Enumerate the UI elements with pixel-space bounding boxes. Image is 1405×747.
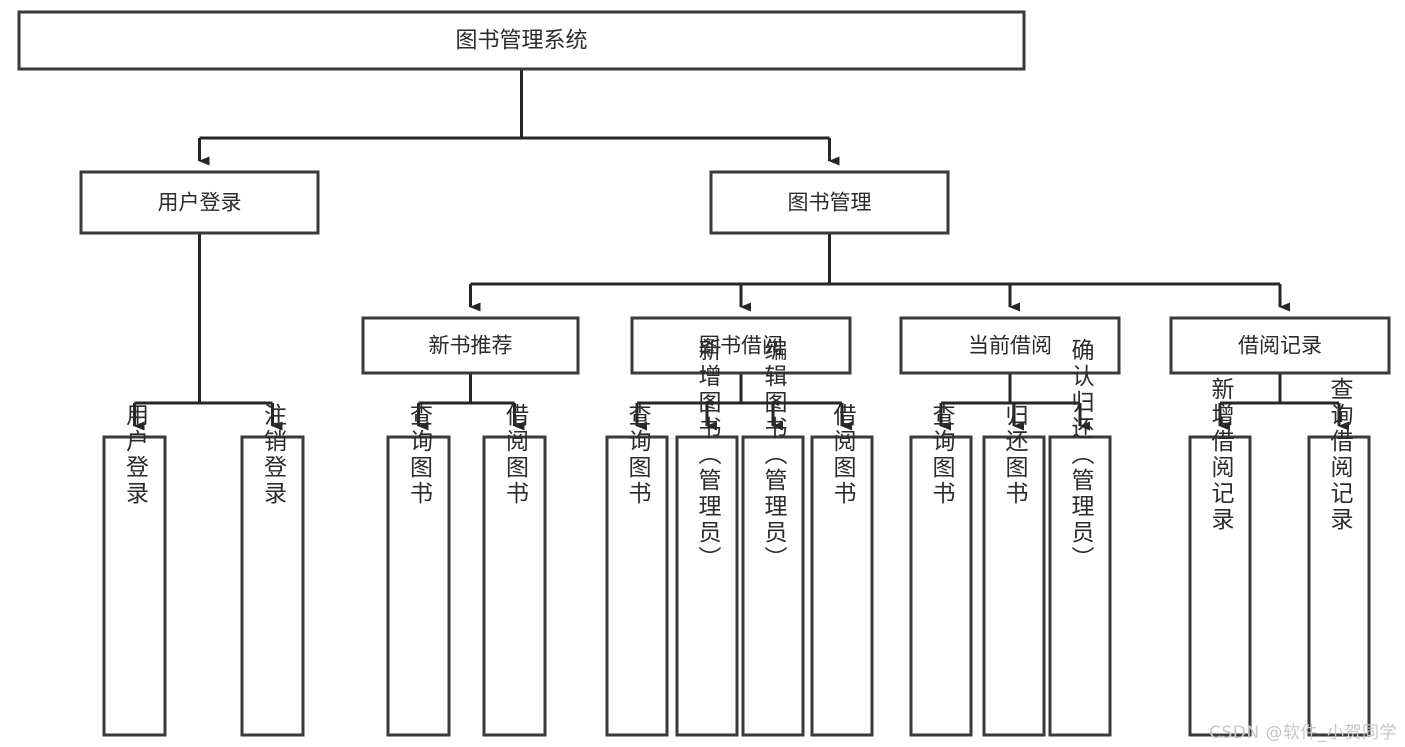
node-root[interactable]: 图书管理系统 xyxy=(17,10,1026,71)
node-user-login[interactable]: 用户登录 xyxy=(79,170,320,235)
node-leaf-add-book[interactable]: 新增图书（管理员） xyxy=(675,338,739,737)
node-label-leaf-query-book-rec: 查询图书 xyxy=(406,403,434,507)
node-label-leaf-borrow-book: 借阅图书 xyxy=(829,403,857,507)
node-box-leaf-add-book xyxy=(675,435,739,737)
node-label-leaf-add-book: 新增图书（管理员） xyxy=(694,338,722,572)
node-box-leaf-confirm-return xyxy=(1048,435,1112,737)
node-leaf-edit-book[interactable]: 编辑图书（管理员） xyxy=(741,338,805,737)
node-label-user-login: 用户登录 xyxy=(158,191,242,215)
node-book-manage[interactable]: 图书管理 xyxy=(709,170,950,235)
node-leaf-borrow-book-rec[interactable]: 借阅图书 xyxy=(482,403,547,737)
node-label-leaf-edit-book: 编辑图书（管理员） xyxy=(760,338,788,572)
node-label-root: 图书管理系统 xyxy=(455,29,587,54)
node-label-leaf-return-book: 归还图书 xyxy=(1001,403,1029,507)
node-leaf-query-book-rec[interactable]: 查询图书 xyxy=(386,403,451,737)
node-new-book-recommend[interactable]: 新书推荐 xyxy=(361,316,580,375)
node-boxes: 图书管理系统用户登录图书管理新书推荐图书借阅当前借阅借阅记录用户登录注销登录查询… xyxy=(17,10,1391,737)
node-borrow-record[interactable]: 借阅记录 xyxy=(1169,316,1391,375)
node-box-leaf-return-book xyxy=(982,435,1046,737)
node-box-root xyxy=(17,10,1026,71)
node-label-leaf-user-login: 用户登录 xyxy=(122,403,150,507)
node-leaf-query-book-current[interactable]: 查询图书 xyxy=(909,403,973,737)
node-label-leaf-query-book-current: 查询图书 xyxy=(928,403,956,507)
node-label-leaf-query-book-borrow: 查询图书 xyxy=(624,403,652,507)
node-leaf-query-book-borrow[interactable]: 查询图书 xyxy=(605,403,669,737)
node-label-leaf-query-record: 查询借阅记录 xyxy=(1326,377,1354,533)
node-label-leaf-borrow-book-rec: 借阅图书 xyxy=(502,403,530,507)
node-leaf-confirm-return[interactable]: 确认归还（管理员） xyxy=(1048,338,1112,737)
node-box-book-borrow xyxy=(630,316,852,375)
node-leaf-query-record[interactable]: 查询借阅记录 xyxy=(1307,377,1371,737)
node-box-book-manage xyxy=(709,170,950,235)
node-box-user-login xyxy=(79,170,320,235)
node-box-borrow-record xyxy=(1169,316,1391,375)
node-box-leaf-borrow-book xyxy=(810,435,874,737)
node-box-leaf-add-record xyxy=(1188,435,1252,737)
node-leaf-user-logout[interactable]: 注销登录 xyxy=(240,403,305,737)
node-label-leaf-confirm-return: 确认归还（管理员） xyxy=(1067,338,1095,572)
connector-edges xyxy=(133,69,1349,431)
node-current-borrow[interactable]: 当前借阅 xyxy=(899,316,1121,375)
csdn-watermark: CSDN @软件_小贺同学 xyxy=(1209,723,1397,743)
node-leaf-borrow-book[interactable]: 借阅图书 xyxy=(810,403,874,737)
node-label-book-borrow: 图书借阅 xyxy=(699,334,783,358)
node-label-leaf-user-logout: 注销登录 xyxy=(260,403,288,507)
node-box-leaf-query-record xyxy=(1307,435,1371,737)
node-box-leaf-user-login xyxy=(102,435,167,737)
node-box-leaf-borrow-book-rec xyxy=(482,435,547,737)
node-box-new-book-recommend xyxy=(361,316,580,375)
node-label-leaf-add-record: 新增借阅记录 xyxy=(1207,377,1235,533)
node-leaf-add-record[interactable]: 新增借阅记录 xyxy=(1188,377,1252,737)
node-label-borrow-record: 借阅记录 xyxy=(1238,334,1322,358)
node-label-new-book-recommend: 新书推荐 xyxy=(429,334,513,358)
node-box-leaf-query-book-borrow xyxy=(605,435,669,737)
node-label-current-borrow: 当前借阅 xyxy=(968,334,1052,358)
node-box-current-borrow xyxy=(899,316,1121,375)
node-box-leaf-query-book-rec xyxy=(386,435,451,737)
node-box-leaf-query-book-current xyxy=(909,435,973,737)
node-box-leaf-user-logout xyxy=(240,435,305,737)
node-book-borrow[interactable]: 图书借阅 xyxy=(630,316,852,375)
node-leaf-user-login[interactable]: 用户登录 xyxy=(102,403,167,737)
node-box-leaf-edit-book xyxy=(741,435,805,737)
node-leaf-return-book[interactable]: 归还图书 xyxy=(982,403,1046,737)
node-label-book-manage: 图书管理 xyxy=(788,191,872,215)
